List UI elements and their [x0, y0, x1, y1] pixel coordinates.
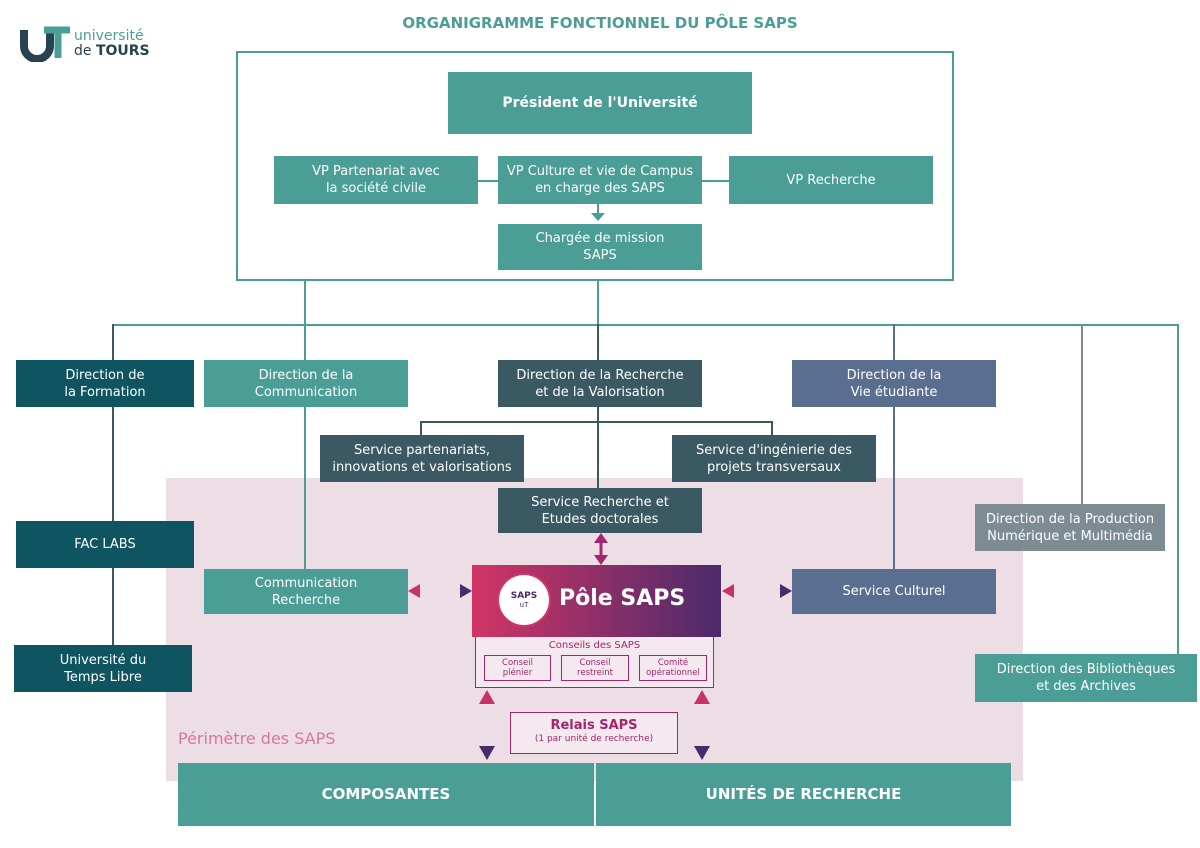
page-title: ORGANIGRAMME FONCTIONNEL DU PÔLE SAPS	[402, 14, 798, 32]
comite-operationnel: Comité opérationnel	[639, 655, 707, 681]
conseils-box: Conseils des SAPS	[475, 637, 714, 688]
unites-recherche-box: UNITÉS DE RECHERCHE	[596, 763, 1011, 826]
direction-recherche: Direction de la Recherche et de la Valor…	[498, 360, 702, 407]
conseil-restreint: Conseil restreint	[561, 655, 629, 681]
direction-communication: Direction de la Communication	[204, 360, 408, 407]
logo-line1: université	[74, 28, 144, 44]
service-partenariats: Service partenariats, innovations et val…	[320, 435, 524, 482]
saps-badge-text: SAPS	[510, 590, 538, 601]
vp-culture-connector	[478, 180, 498, 182]
service-recherche-etudes: Service Recherche et Etudes doctorales	[498, 488, 702, 533]
vp-recherche-box: VP Recherche	[729, 156, 933, 204]
perimeter-label: Périmètre des SAPS	[178, 729, 336, 748]
ut-logo-icon	[20, 26, 70, 62]
president-box: Président de l'Université	[448, 72, 752, 134]
direction-production: Direction de la Production Numérique et …	[975, 504, 1165, 551]
saps-badge: SAPS uT	[499, 575, 549, 625]
saps-badge-sub: uT	[519, 600, 529, 609]
vp-partenariat-box: VP Partenariat avec la société civile	[274, 156, 478, 204]
communication-recherche-box: Communication Recherche	[204, 569, 408, 614]
relais-box: Relais SAPS (1 par unité de recherche)	[510, 712, 678, 754]
direction-formation: Direction de la Formation	[16, 360, 194, 407]
fac-labs-box: FAC LABS	[16, 521, 194, 568]
vp-culture-box: VP Culture et vie de Campus en charge de…	[498, 156, 702, 204]
service-culturel-box: Service Culturel	[792, 569, 996, 614]
composantes-box: COMPOSANTES	[178, 763, 594, 826]
pole-saps-box: SAPS uT Pôle SAPS	[472, 565, 721, 637]
logo-line2: de TOURS	[74, 43, 150, 59]
direction-vie-etudiante: Direction de la Vie étudiante	[792, 360, 996, 407]
logo: université de TOURS	[20, 24, 160, 64]
chargee-mission-box: Chargée de mission SAPS	[498, 224, 702, 270]
pole-saps-title: Pôle SAPS	[559, 586, 686, 611]
relais-sub: (1 par unité de recherche)	[534, 734, 654, 744]
conseil-plenier: Conseil plénier	[484, 655, 551, 681]
down-arrow-icon	[591, 204, 605, 221]
conseils-title: Conseils des SAPS	[548, 640, 641, 651]
logo-tours: TOURS	[95, 43, 150, 59]
relais-title: Relais SAPS	[550, 718, 638, 733]
vp-recherche-connector	[702, 180, 729, 182]
service-ingenierie: Service d'ingénierie des projets transve…	[672, 435, 876, 482]
logo-de: de	[74, 43, 96, 59]
direction-bibliotheques: Direction des Bibliothèques et des Archi…	[975, 654, 1197, 702]
universite-temps-libre: Université du Temps Libre	[14, 645, 192, 692]
